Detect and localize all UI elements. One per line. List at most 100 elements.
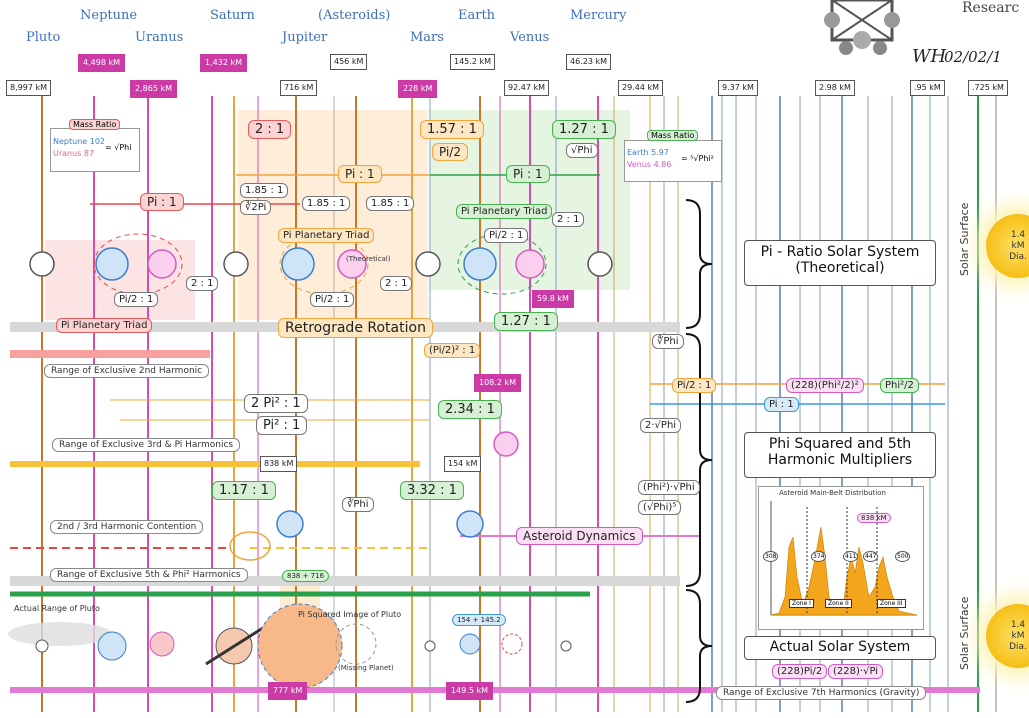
sun-bottom-label: 1.4 kM Dia.	[1003, 620, 1029, 653]
distance-venus: 92.47 kM	[504, 80, 549, 96]
planet-circle	[282, 248, 314, 280]
ratio-1-85-b: 1.85 : 1	[302, 196, 350, 211]
phi-title-box: Phi Squared and 5th Harmonic Multipliers	[744, 432, 936, 478]
distance-neptune: 4,498 kM	[78, 54, 125, 72]
planet-name-asteroids: (Asteroids)	[318, 8, 390, 23]
ratio-1-27-mid: 1.27 : 1	[494, 312, 558, 331]
jupiter-circle-mid	[277, 511, 303, 537]
ratio-2-root-phi: 2·√Phi	[640, 418, 681, 433]
ratio-root-phi-d: ∜Phi	[652, 334, 684, 349]
pi-ratio-title: Pi - Ratio Solar System	[745, 244, 935, 260]
ratio-1-85-c: 1.85 : 1	[366, 196, 414, 211]
ratio-2-1-c: 2 : 1	[552, 212, 584, 227]
ratio-pi-1-right: Pi : 1	[506, 165, 550, 183]
contention-ellipse	[230, 532, 270, 560]
mercury-actual	[561, 641, 571, 651]
ratio-pi-1-blue: Pi : 1	[764, 397, 799, 412]
distance-777: 777 kM	[268, 682, 307, 700]
ratio-pi-over-2-a: Pi/2 : 1	[114, 292, 158, 307]
distance-pluto: 8,997 kM	[6, 80, 51, 96]
mass-neptune: Neptune 102	[53, 137, 105, 146]
asteroid-histogram: Asteroid Main-Belt Distribution 838 kM 3…	[758, 486, 924, 630]
range-5th-harmonic: Range of Exclusive 5th & Phi² Harmonics	[50, 568, 248, 582]
brace-phi	[686, 334, 712, 586]
distance-154: 154 kM	[444, 456, 481, 472]
planet-circle	[96, 248, 128, 280]
range-2nd-harmonic: Range of Exclusive 2nd Harmonic	[44, 364, 209, 378]
planet-circle	[416, 252, 440, 276]
ratio-pi-1-left: Pi : 1	[140, 193, 184, 211]
solar-surface-bottom: Solar Surface	[958, 597, 971, 670]
distance-0725: .725 kM	[968, 80, 1008, 96]
planet-name-mars: Mars	[410, 30, 444, 45]
ratio-228-phi: (228)(Phi²/2)²	[786, 378, 864, 393]
ratio-root-phi-c: ∛Phi	[342, 497, 374, 512]
ratio-pi-over-2-far: Pi/2 : 1	[672, 378, 716, 393]
mass-uranus: Uranus 87	[53, 149, 94, 158]
logo-text: Researc	[962, 0, 1019, 16]
sum-154-145: 154 + 145.2	[452, 614, 506, 626]
pi-triad-mid: Pi Planetary Triad	[278, 228, 374, 243]
distance-59: 59.8 kM	[532, 290, 574, 308]
planet-name-pluto: Pluto	[26, 30, 60, 45]
ratio-pi-sq: Pi² : 1	[256, 416, 307, 435]
distance-095: .95 kM	[910, 80, 945, 96]
distance-saturn: 1,432 kM	[200, 54, 247, 72]
venus-circle-mid	[494, 432, 518, 456]
ratio-sqrt-phi: √Phi	[566, 143, 598, 158]
pi-sq-image-label: Pi Squared Image of Pluto	[298, 610, 401, 619]
asteroid-dynamics-label: Asteroid Dynamics	[516, 527, 643, 545]
contention-label: 2nd / 3rd Harmonic Contention	[50, 520, 203, 534]
zone-3: Zone III	[877, 599, 906, 608]
distance-149: 149.5 kM	[446, 682, 493, 700]
planet-name-venus: Venus	[510, 30, 549, 45]
ratio-2-1-top: 2 : 1	[248, 120, 291, 139]
planet-name-saturn: Saturn	[210, 8, 255, 23]
theoretical-label: (Theoretical)	[346, 255, 391, 263]
ratio-3-32: 3.32 : 1	[400, 481, 464, 500]
missing-planet-label: (Missing Planet)	[338, 664, 394, 672]
actual-system-box: Actual Solar System	[744, 636, 936, 660]
mass-ratio-left: Mass Ratio Neptune 102 Uranus 87 = √Phi	[50, 128, 140, 172]
distance-9: 9.37 kM	[718, 80, 758, 96]
planet-circle	[148, 250, 176, 278]
value-228-pi2: (228)Pi/2	[772, 664, 827, 679]
earth-actual	[460, 634, 480, 654]
ratio-1-57: 1.57 : 1	[420, 120, 484, 139]
planet-circle	[588, 252, 612, 276]
date-label: 02/02/1	[944, 48, 1002, 66]
pi-triad-right: Pi Planetary Triad	[456, 204, 552, 219]
ratio-pi-over-2-b: Pi/2 : 1	[310, 292, 354, 307]
ratio-pi-over-2-c: Pi/2 : 1	[484, 228, 528, 243]
ratio-2-1-b: 2 : 1	[380, 276, 412, 291]
mass-earth: Earth 5.97	[627, 148, 669, 157]
mass-ratio-title-2: Mass Ratio	[647, 130, 698, 141]
distance-108: 108.2 kM	[474, 374, 521, 392]
ratio-1-85-a: 1.85 : 1	[240, 183, 288, 198]
pluto-actual	[36, 640, 48, 652]
mass-formula: = √Phi	[105, 143, 131, 152]
distance-uranus: 2,865 kM	[130, 80, 177, 98]
planet-name-jupiter: Jupiter	[282, 30, 327, 45]
planet-name-uranus: Uranus	[135, 30, 183, 45]
distance-asteroids: 456 kM	[330, 54, 367, 70]
sun-top-label: 1.4 kM Dia.	[1003, 230, 1029, 263]
mass-formula-2: = ⁵√Phi²	[681, 154, 714, 163]
ratio-2-34: 2.34 : 1	[438, 400, 502, 419]
planet-circle	[516, 250, 544, 278]
planet-circle	[464, 248, 496, 280]
distance-earth: 145.2 kM	[450, 54, 495, 70]
venus-actual	[502, 634, 522, 654]
brace-actual	[686, 590, 712, 702]
pi-triad-left: Pi Planetary Triad	[56, 318, 152, 333]
ratio-2-pi-sq: 2 Pi² : 1	[244, 394, 308, 413]
retrograde-label: Retrograde Rotation	[278, 318, 433, 338]
mass-venus: Venus 4.86	[627, 160, 671, 169]
range-3rd-harmonic: Range of Exclusive 3rd & Pi Harmonics	[52, 438, 240, 452]
actual-system-title: Actual Solar System	[745, 639, 935, 655]
ratio-cbrt-2pi: ∛2Pi	[240, 200, 271, 215]
neptune-actual	[98, 632, 126, 660]
uranus-actual	[150, 632, 174, 656]
zone-1: Zone I	[789, 599, 814, 608]
planet-circle	[30, 252, 54, 276]
